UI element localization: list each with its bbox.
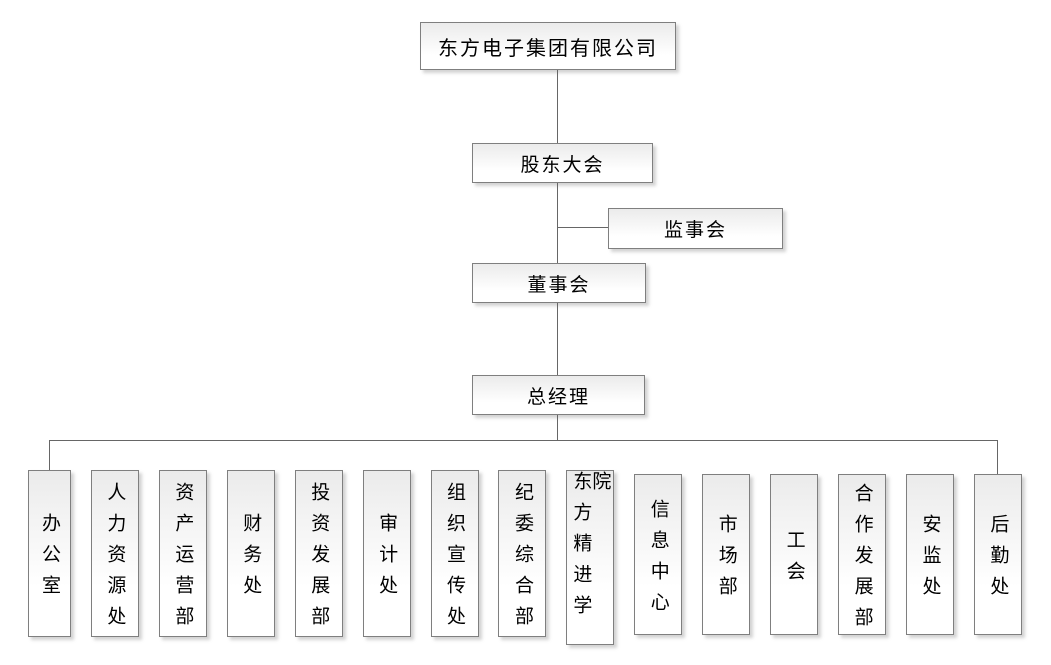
dept-label-organization-publicity: 组织宣传处 (444, 482, 466, 637)
dept-label-investment-development: 投资发展部 (308, 482, 330, 637)
dept-label-labor-union: 工会 (783, 529, 805, 592)
node-shareholders-meeting: 股东大会 (472, 143, 653, 183)
connector-general-manager-to-bus (557, 415, 558, 440)
dept-label-audit: 审计处 (376, 513, 398, 606)
dept-box-organization-publicity: 组织宣传处 (430, 470, 479, 637)
dept-label-marketing: 市场部 (715, 514, 737, 607)
dept-box-human-resources: 人力资源处 (90, 470, 139, 637)
dept-box-marketing: 市场部 (702, 474, 751, 635)
department-row: 办公室 人力资源处 资产运营部 财务处 投资发展部 审计处 组织宣传处 纪委综合… (28, 470, 1022, 645)
dept-box-cooperation-development: 合作发展部 (838, 474, 887, 638)
dept-label-information-center: 信息中心 (647, 498, 669, 623)
dept-label-asset-operations: 资产运营部 (172, 482, 194, 637)
node-shareholders-meeting-label: 股东大会 (520, 154, 605, 176)
dept-box-labor-union: 工会 (770, 474, 819, 635)
node-general-manager-label: 总经理 (526, 386, 590, 408)
connector-root-to-shareholders (557, 70, 558, 143)
dept-box-information-center: 信息中心 (634, 474, 683, 635)
dept-label-logistics: 后勤处 (987, 514, 1009, 607)
dept-box-dongfang-jingjin-academy: 东方精进学院 (566, 470, 615, 645)
dept-label-dongfang-jingjin-academy: 东方精进学院 (570, 471, 611, 626)
dept-label-finance: 财务处 (240, 513, 262, 606)
dept-label-safety-supervision: 安监处 (919, 514, 941, 607)
dept-box-investment-development: 投资发展部 (294, 470, 343, 637)
connector-drop-office (49, 440, 50, 470)
node-supervisory-board: 监事会 (608, 208, 783, 249)
dept-label-discipline-inspection: 纪委综合部 (511, 482, 533, 637)
connector-board-to-general-manager (557, 303, 558, 375)
dept-box-safety-supervision: 安监处 (905, 474, 954, 635)
node-board-of-directors: 董事会 (472, 263, 646, 303)
dept-box-logistics: 后勤处 (973, 474, 1022, 635)
node-company-root-label: 东方电子集团有限公司 (438, 37, 658, 60)
dept-label-cooperation-development: 合作发展部 (851, 483, 873, 638)
connector-drop-logistics (997, 440, 998, 474)
dept-box-audit: 审计处 (362, 470, 411, 637)
node-general-manager: 总经理 (472, 375, 645, 415)
dept-box-discipline-inspection: 纪委综合部 (498, 470, 547, 637)
node-supervisory-board-label: 监事会 (663, 220, 727, 241)
connector-shareholders-to-board (557, 183, 558, 263)
dept-label-human-resources: 人力资源处 (104, 482, 126, 637)
node-company-root: 东方电子集团有限公司 (420, 22, 676, 70)
dept-box-office: 办公室 (28, 470, 71, 637)
dept-label-office: 办公室 (39, 513, 60, 606)
connector-branch-supervisory-board (558, 227, 608, 228)
dept-box-finance: 财务处 (226, 470, 275, 637)
dept-box-asset-operations: 资产运营部 (158, 470, 207, 637)
node-board-of-directors-label: 董事会 (527, 274, 591, 296)
connector-departments-bus (49, 440, 998, 441)
